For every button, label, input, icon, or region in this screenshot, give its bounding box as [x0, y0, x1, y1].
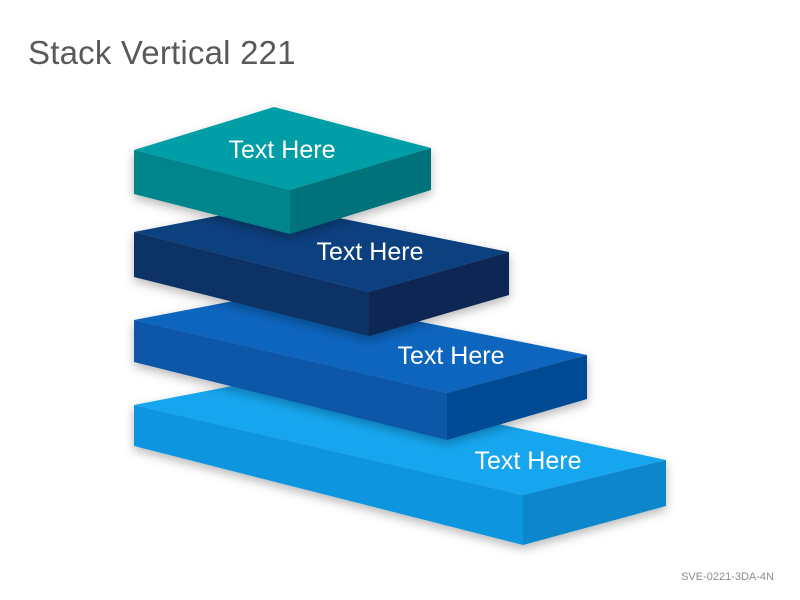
slab-4 [134, 377, 666, 545]
slab-1-front [134, 150, 290, 234]
page-title: Stack Vertical 221 [28, 34, 296, 71]
footer-code: SVE-0221-3DA-4N [681, 571, 774, 583]
slab-1-top [134, 107, 431, 190]
slab-2 [134, 205, 509, 336]
slab-2-front [134, 232, 369, 336]
slab-4-top [134, 377, 666, 495]
slab-1-right [290, 148, 431, 234]
slab-3-top [134, 293, 587, 393]
slab-3-front [134, 320, 447, 440]
slab-3 [134, 293, 587, 440]
slab-4-label: Text Here [475, 447, 582, 475]
slab-1-label: Text Here [229, 136, 336, 164]
slab-3-label: Text Here [398, 342, 505, 370]
slab-1 [134, 107, 431, 234]
slab-4-front [134, 405, 523, 545]
slab-2-right [369, 252, 509, 336]
slab-2-top [134, 205, 509, 292]
slab-4-right [523, 460, 666, 545]
slab-2-label: Text Here [317, 238, 424, 266]
slab-3-right [447, 355, 587, 440]
